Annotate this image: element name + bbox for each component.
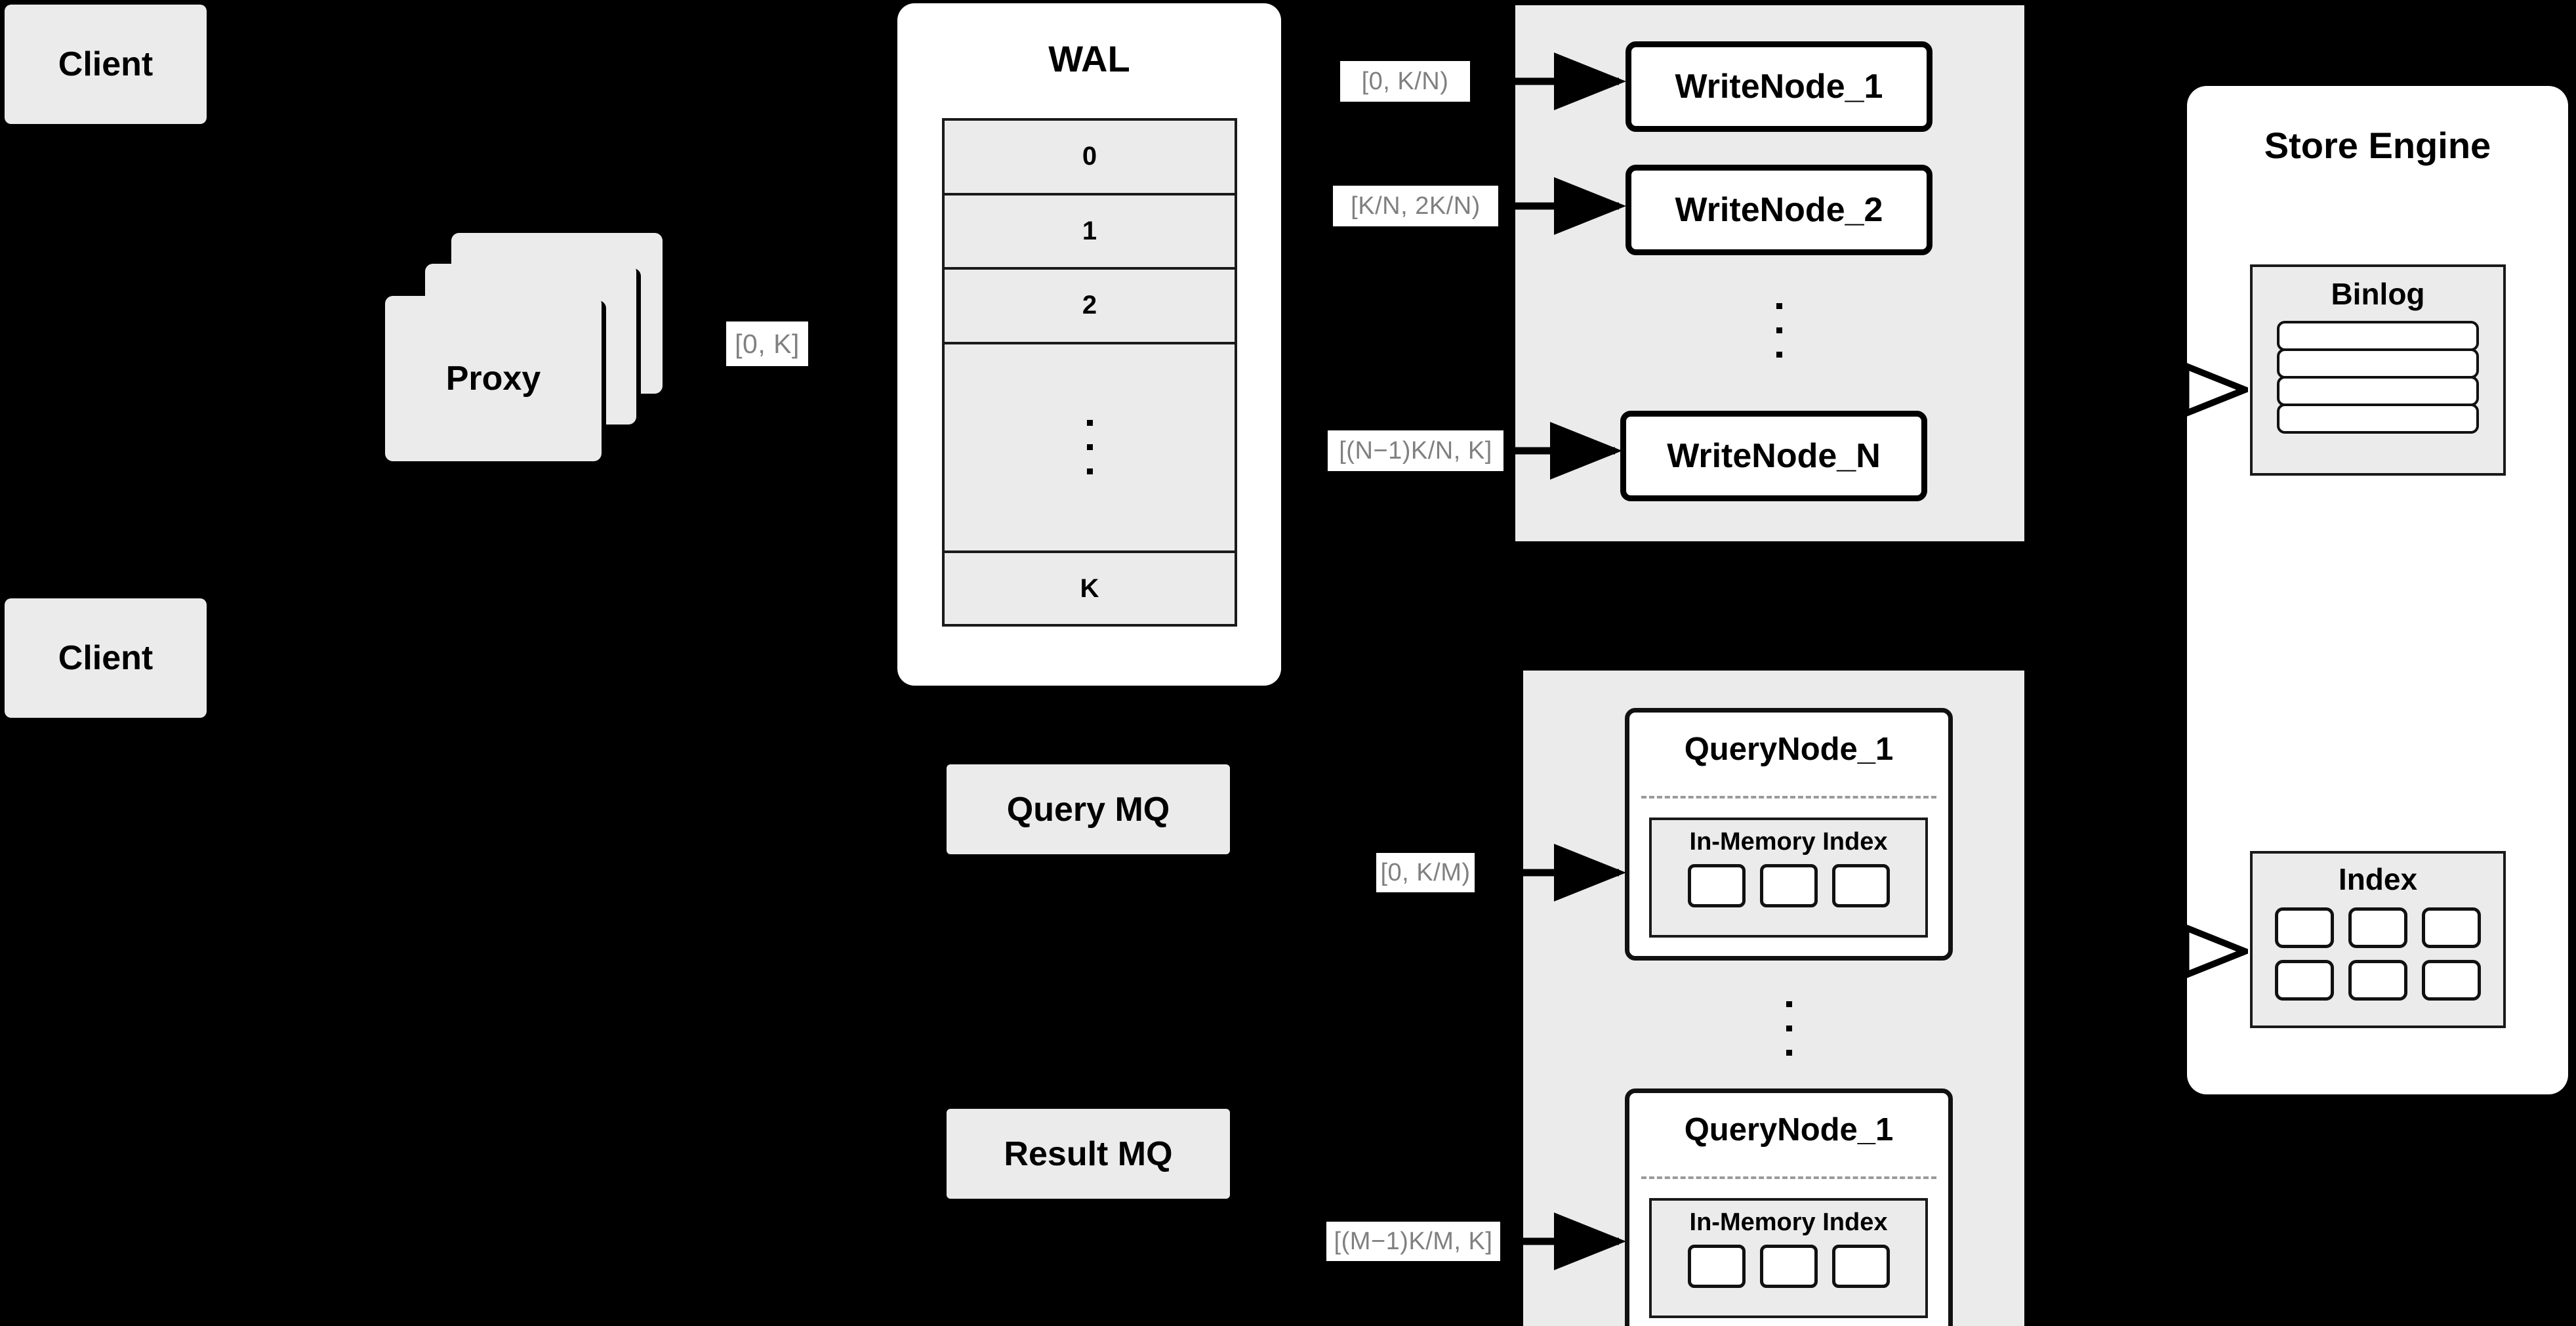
store-engine-panel: Store Engine Binlog Index (2187, 86, 2568, 1094)
client-label-1: Client (58, 45, 153, 83)
query-node-2-index-title: In-Memory Index (1689, 1209, 1888, 1236)
query-node-1-index-title: In-Memory Index (1689, 828, 1888, 856)
binlog-title: Binlog (2331, 277, 2425, 311)
query-mq-box[interactable]: Query MQ (947, 764, 1230, 854)
ellipsis-dot (1786, 1049, 1792, 1056)
query-node-2-index-box: In-Memory Index (1649, 1198, 1928, 1318)
store-index-box: Index (2250, 851, 2506, 1028)
index-cell[interactable] (2422, 907, 2481, 948)
index-cell[interactable] (1687, 1245, 1746, 1288)
index-cell[interactable] (1759, 864, 1818, 907)
client-label-2: Client (58, 639, 153, 677)
ellipsis-dot (1776, 302, 1782, 309)
query-node-1[interactable]: QueryNode_1 In-Memory Index (1625, 708, 1953, 961)
client-box-2[interactable]: Client (5, 598, 207, 718)
result-mq-label: Result MQ (1004, 1134, 1173, 1173)
write-node-2-label: WriteNode_2 (1675, 191, 1883, 229)
query-node-1-index-cells (1652, 864, 1925, 907)
range-label-write-n: [(N−1)K/N, K] (1328, 430, 1503, 471)
ellipsis-dot (1776, 327, 1782, 333)
query-node-1-divider (1641, 796, 1936, 798)
binlog-box: Binlog (2250, 264, 2506, 476)
ellipsis-dot (1086, 468, 1093, 475)
range-label-proxy-to-wal-text: [0, K] (735, 328, 800, 359)
query-node-group: QueryNode_1 In-Memory Index QueryNode_1 (1523, 671, 2024, 1326)
index-cell[interactable] (1687, 864, 1746, 907)
query-node-1-title: QueryNode_1 (1684, 732, 1894, 767)
range-label-write-1: [0, K/N) (1340, 61, 1470, 102)
range-label-write-1-text: [0, K/N) (1361, 67, 1449, 95)
write-node-2[interactable]: WriteNode_2 (1625, 165, 1932, 255)
index-cell[interactable] (1759, 1245, 1818, 1288)
result-mq-box[interactable]: Result MQ (947, 1109, 1230, 1199)
range-label-query-m: [(M−1)K/M, K] (1326, 1222, 1500, 1261)
wal-title: WAL (1048, 38, 1130, 79)
query-node-2-index-cells (1652, 1245, 1925, 1288)
ellipsis-dot (1786, 1025, 1792, 1031)
index-cell[interactable] (2348, 907, 2407, 948)
wal-row: 0 (945, 121, 1235, 196)
wal-row: 1 (945, 195, 1235, 270)
wal-table: 0 1 2 K (942, 118, 1237, 627)
client-box-1[interactable]: Client (5, 5, 207, 124)
proxy-box[interactable]: Proxy (385, 296, 602, 461)
write-node-n[interactable]: WriteNode_N (1620, 411, 1927, 501)
index-cell[interactable] (1831, 864, 1890, 907)
write-node-group: WriteNode_1 WriteNode_2 WriteNode_N (1515, 5, 2024, 541)
query-node-2-title: QueryNode_1 (1684, 1112, 1894, 1148)
store-index-title: Index (2338, 862, 2418, 896)
query-node-1-index-box: In-Memory Index (1649, 818, 1928, 938)
range-label-query-1-text: [0, K/M) (1380, 858, 1471, 886)
binlog-bar[interactable] (2277, 348, 2479, 379)
query-mq-label: Query MQ (1006, 790, 1170, 829)
store-engine-title: Store Engine (2264, 125, 2491, 166)
range-label-write-2: [K/N, 2K/N) (1333, 186, 1498, 226)
range-label-write-2-text: [K/N, 2K/N) (1351, 192, 1481, 220)
write-node-1[interactable]: WriteNode_1 (1625, 41, 1932, 132)
ellipsis-dot (1086, 444, 1093, 451)
query-node-ellipsis (1625, 972, 1953, 1084)
index-cell[interactable] (2275, 960, 2334, 1001)
wal-panel: WAL 0 1 2 K (897, 3, 1281, 686)
binlog-bar[interactable] (2277, 404, 2479, 434)
ellipsis-dot (1786, 1001, 1792, 1007)
index-cell[interactable] (2422, 960, 2481, 1001)
wal-row: K (945, 553, 1235, 624)
ellipsis-dot (1086, 420, 1093, 426)
query-node-2-divider (1641, 1176, 1936, 1179)
range-label-query-1: [0, K/M) (1376, 853, 1475, 892)
proxy-label: Proxy (445, 360, 541, 398)
index-cell[interactable] (1831, 1245, 1890, 1288)
write-node-ellipsis (1625, 281, 1932, 379)
binlog-bar[interactable] (2277, 376, 2479, 406)
write-node-n-label: WriteNode_N (1667, 437, 1881, 475)
range-label-write-n-text: [(N−1)K/N, K] (1339, 436, 1492, 465)
binlog-bar[interactable] (2277, 321, 2479, 351)
ellipsis-dot (1776, 351, 1782, 358)
wal-row-ellipsis (945, 344, 1235, 554)
write-node-1-label: WriteNode_1 (1675, 68, 1883, 106)
range-label-query-m-text: [(M−1)K/M, K] (1334, 1227, 1493, 1255)
wal-row: 2 (945, 270, 1235, 344)
range-label-proxy-to-wal: [0, K] (726, 321, 808, 366)
query-node-2[interactable]: QueryNode_1 In-Memory Index (1625, 1088, 1953, 1326)
index-cell[interactable] (2348, 960, 2407, 1001)
index-cell[interactable] (2275, 907, 2334, 948)
